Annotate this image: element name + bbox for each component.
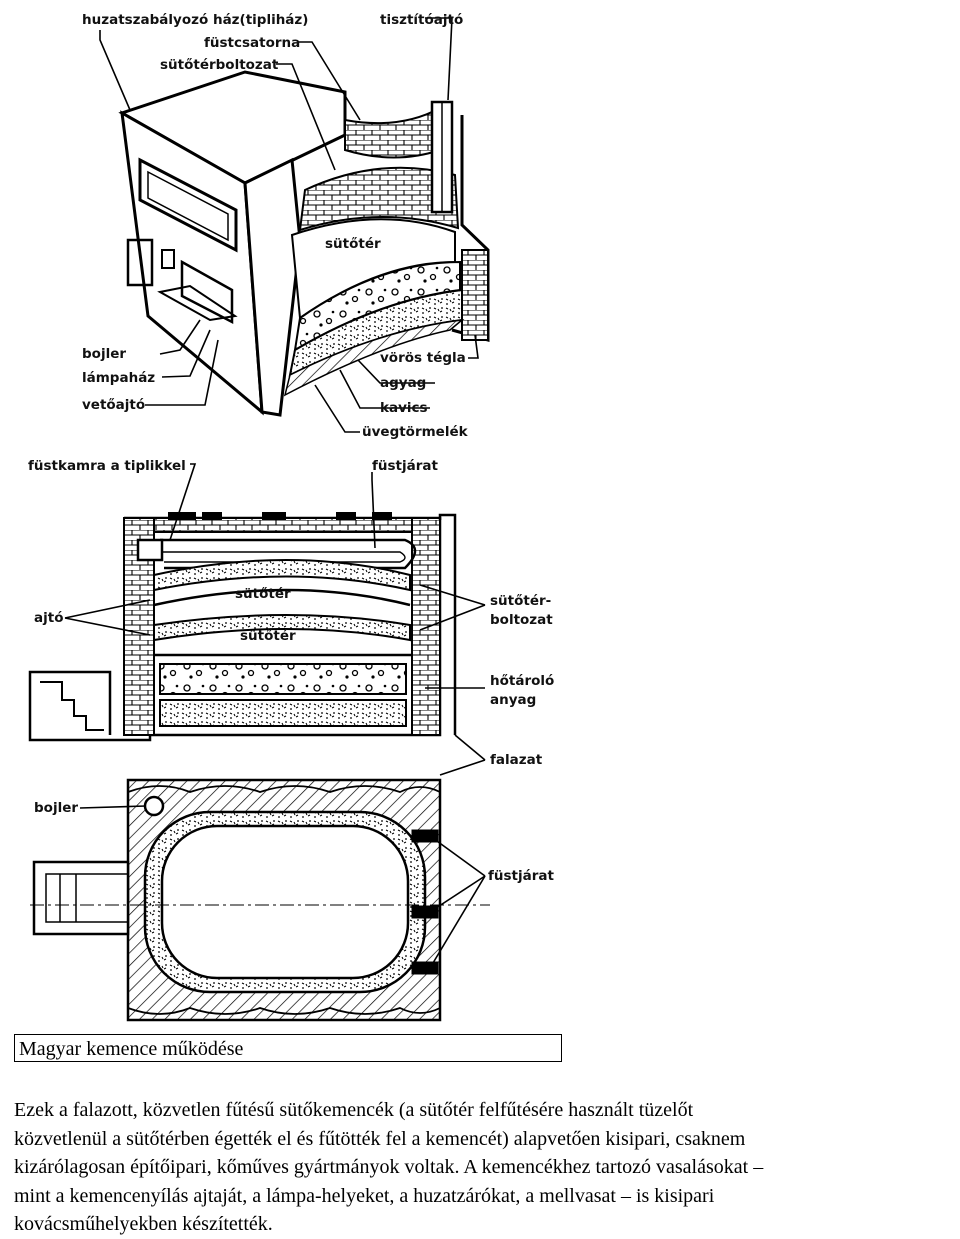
label-hotarolo-1: hőtároló <box>490 673 554 689</box>
label-sutoter: sütőtér <box>325 236 381 252</box>
label-kavics: kavics <box>380 400 428 416</box>
label-ajto: ajtó <box>34 610 63 626</box>
label-agyag: agyag <box>380 375 426 391</box>
label-fustjarat-section: füstjárat <box>372 458 438 474</box>
body-paragraph: Ezek a falazott, közvetlen fűtésű sütőke… <box>14 1096 950 1239</box>
oven-perspective-drawing: sütőtér <box>118 70 490 417</box>
label-hotarolo-2: anyag <box>490 692 536 708</box>
label-sutoter-boltozat-1: sütőtér- <box>490 593 551 609</box>
label-sutoter-boltozat-2: boltozat <box>490 612 553 628</box>
label-sutoter-upper: sütőtér <box>235 586 291 602</box>
oven-plan-view <box>30 778 490 1022</box>
caption-box: Magyar kemence működése <box>14 1034 562 1062</box>
label-sutoterboltozat: sütőtérboltozat <box>160 57 279 73</box>
paragraph-line: mint a kemencenyílás ajtaját, a lámpa-he… <box>14 1184 715 1207</box>
label-fustcsatorna: füstcsatorna <box>204 35 300 51</box>
label-fustjarat-plan: füstjárat <box>488 868 554 884</box>
label-sutoter-lower: sütőtér <box>240 628 296 644</box>
leader-lines-top <box>99 17 479 433</box>
label-vetoajto: vetőajtó <box>82 397 145 413</box>
label-lampahaz: lámpaház <box>82 370 155 386</box>
label-bojler: bojler <box>82 346 126 362</box>
paragraph-line: kovácsműhelyekben készítették. <box>14 1213 273 1236</box>
paragraph-line: közvetlenül a sütőtérben égették el és f… <box>14 1127 746 1150</box>
label-falazat: falazat <box>490 752 543 768</box>
leader-lines-plan <box>79 805 486 969</box>
label-bojler-plan: bojler <box>34 800 78 816</box>
label-uvegtormelek: üvegtörmelék <box>362 424 469 440</box>
oven-cross-section: sütőtér sütőtér <box>28 512 457 742</box>
label-tisztito-ajto: tisztítóajtó <box>380 12 463 28</box>
oven-diagram: sütőtér huzatszabályozó ház(tipliház) ti… <box>28 12 554 1022</box>
paragraph-line: Ezek a falazott, közvetlen fűtésű sütőke… <box>14 1099 694 1121</box>
label-huzatszabalyozo-haz: huzatszabályozó ház(tipliház) <box>82 12 308 28</box>
figure-caption: Magyar kemence működése <box>19 1038 244 1060</box>
leader-lines-section <box>64 463 486 776</box>
label-voros-tegla: vörös tégla <box>380 350 466 366</box>
label-fustkamra: füstkamra a tiplikkel <box>28 458 186 474</box>
paragraph-line: kizárólagosan építőipari, kőműves gyártm… <box>14 1156 764 1179</box>
